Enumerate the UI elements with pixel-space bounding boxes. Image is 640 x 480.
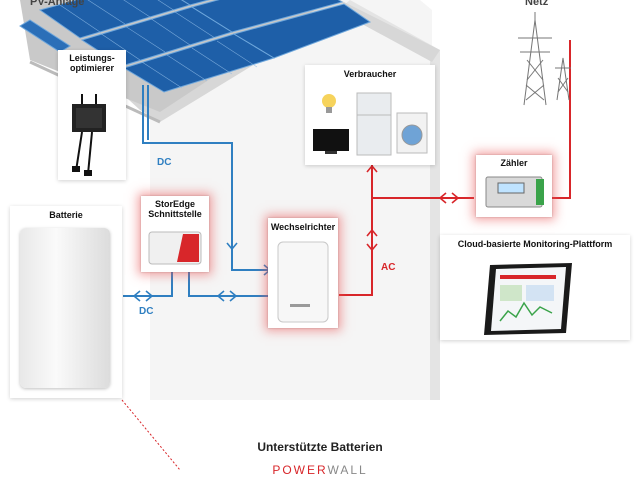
- grid-label: Netz: [525, 0, 549, 8]
- powerwall-logo: POWERWALL: [0, 463, 640, 477]
- dc-label-bottom: DC: [139, 306, 154, 317]
- powerwall-part1: POWER: [272, 463, 328, 477]
- meter-icon: [485, 176, 544, 208]
- dc-label-top: DC: [157, 157, 172, 168]
- optimizer-box: Leistungs- optimierer: [58, 50, 126, 180]
- storedge-icon: [148, 231, 202, 265]
- storedge-title: StorEdge Schnittstelle: [148, 199, 202, 220]
- meter-box: Zähler: [476, 155, 552, 217]
- tablet-icon: [484, 263, 572, 335]
- consumer-box: Verbraucher: [305, 65, 435, 165]
- battery-box: Batterie: [10, 206, 122, 398]
- optimizer-title: Leistungs- optimierer: [69, 53, 115, 74]
- solar-panels: [19, 0, 372, 93]
- inverter-box: Wechselrichter: [268, 218, 338, 328]
- pv-system-label: PV-Anlage: [30, 0, 85, 8]
- monitoring-title: Cloud-basierte Monitoring-Plattform: [457, 239, 613, 249]
- supported-batteries-title: Unterstützte Batterien: [257, 440, 383, 454]
- optimizer-icon: [72, 94, 106, 176]
- battery-title: Batterie: [49, 210, 83, 220]
- powerwall-part2: WALL: [327, 463, 368, 477]
- ac-label: AC: [381, 262, 396, 273]
- power-pylon-icon: [518, 12, 571, 106]
- inverter-icon: [277, 241, 329, 323]
- meter-title: Zähler: [500, 158, 528, 168]
- appliances-icon: [313, 92, 428, 156]
- consumer-title: Verbraucher: [343, 69, 397, 79]
- monitoring-box: Cloud-basierte Monitoring-Plattform: [440, 235, 630, 340]
- battery-icon: [20, 228, 110, 388]
- storedge-box: StorEdge Schnittstelle: [141, 196, 209, 272]
- inverter-title: Wechselrichter: [270, 222, 336, 232]
